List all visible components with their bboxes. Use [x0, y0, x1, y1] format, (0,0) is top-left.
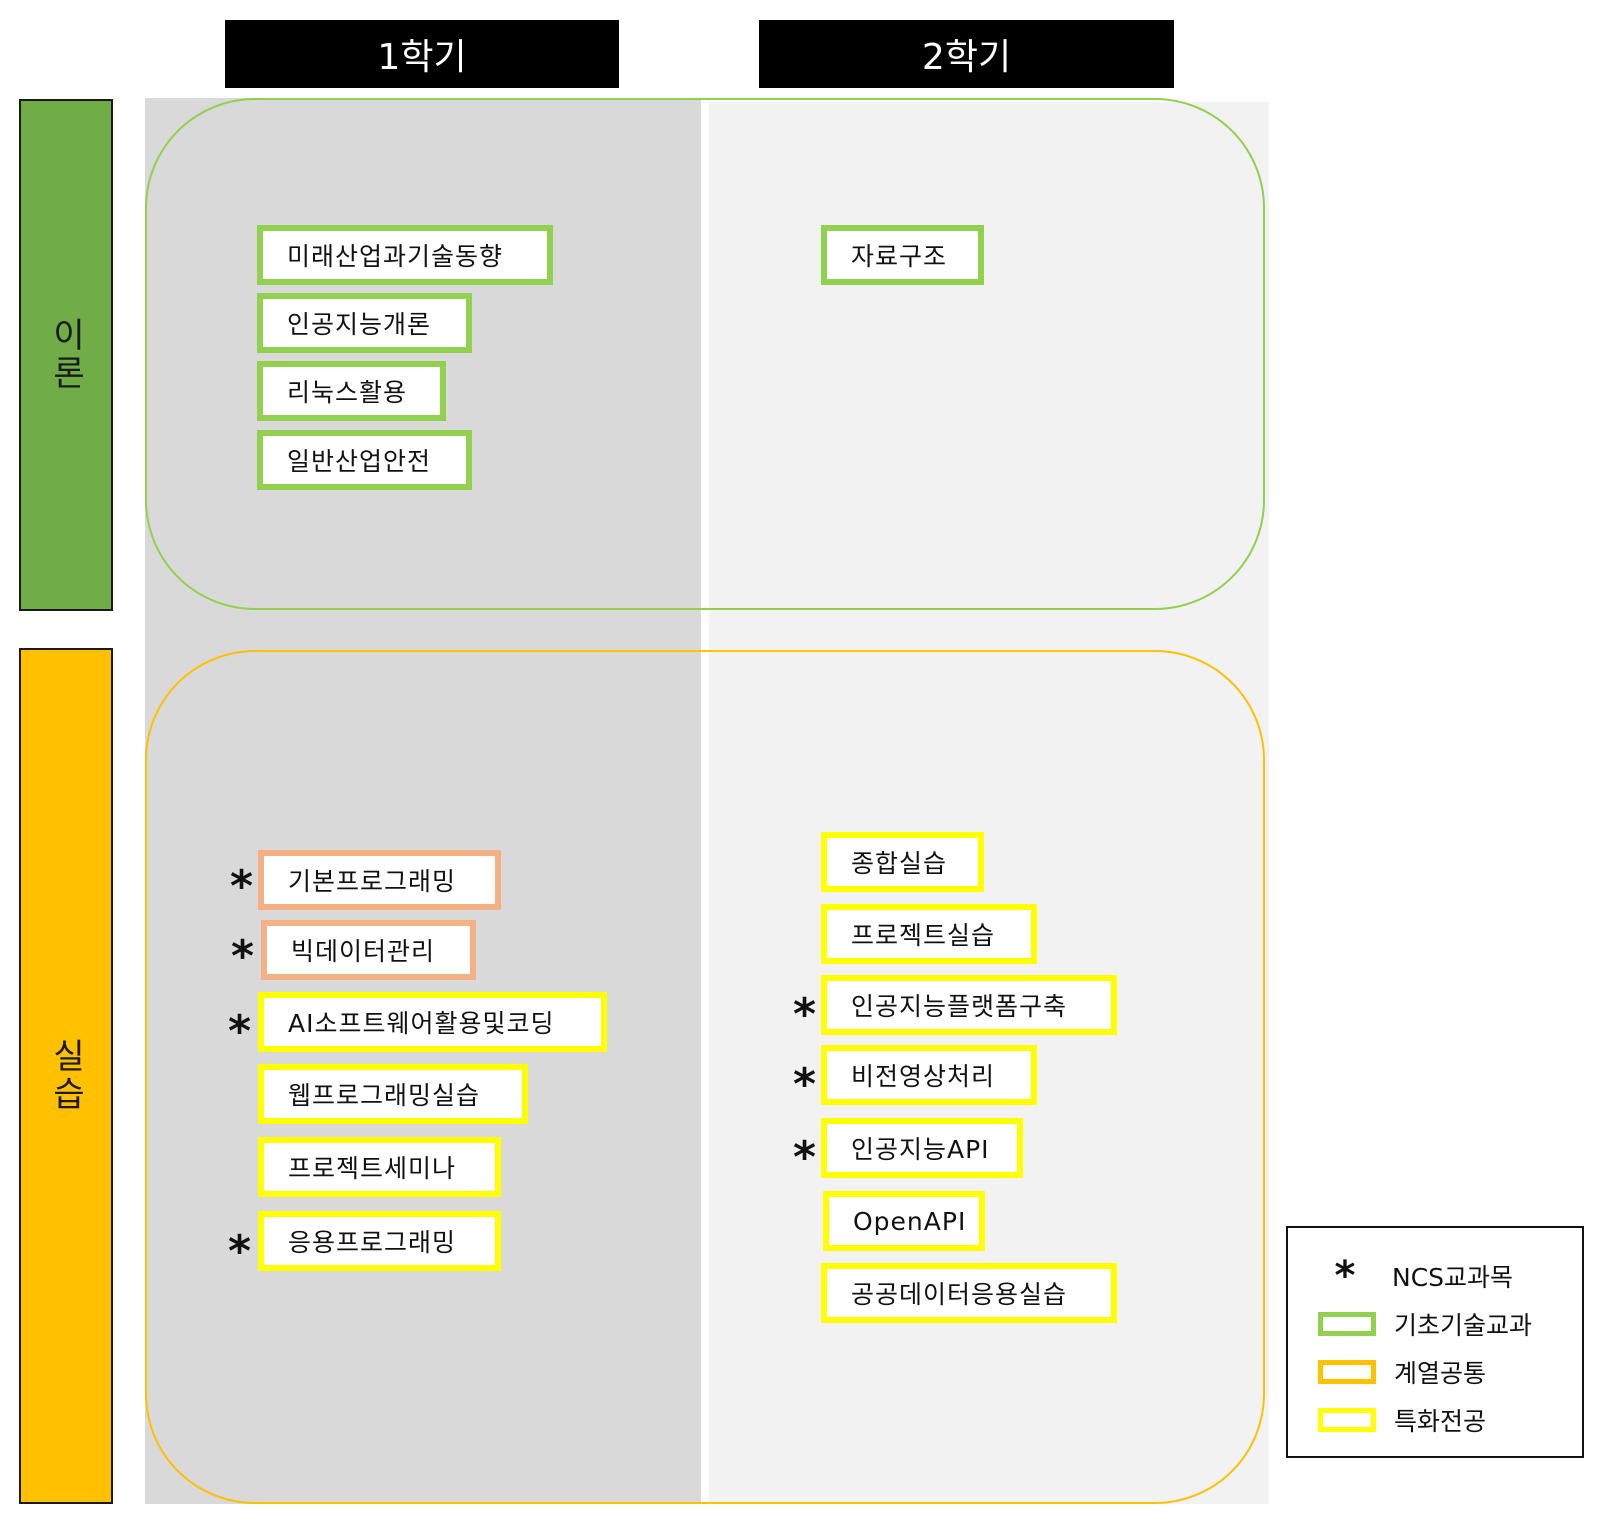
- course-ai-platform-building: 인공지능플랫폼구축: [821, 975, 1117, 1035]
- course-future-industry-tech-trends: 미래산업과기술동향: [257, 225, 553, 285]
- course-basic-programming: 기본프로그래밍: [258, 850, 501, 910]
- course-linux: 리눅스활용: [257, 361, 446, 421]
- ncs-star-icon: *: [230, 861, 254, 912]
- course-project-lab: 프로젝트실습: [821, 904, 1037, 964]
- legend-swatch-common: [1318, 1360, 1376, 1384]
- legend: * NCS교과목 기초기술교과 계열공통 특화전공: [1286, 1226, 1584, 1458]
- ncs-star-icon: *: [793, 1132, 817, 1183]
- category-theory-bar: 이론: [19, 99, 113, 611]
- practice-group-outline: [145, 650, 1265, 1504]
- ncs-star-icon: *: [228, 1006, 252, 1057]
- course-vision-image-processing: 비전영상처리: [821, 1045, 1037, 1105]
- category-practice-bar: 실습: [19, 648, 113, 1504]
- ncs-star-icon: *: [231, 931, 255, 982]
- course-data-structures: 자료구조: [821, 225, 984, 285]
- legend-swatch-basic: [1318, 1312, 1376, 1336]
- course-ai-api: 인공지능API: [821, 1118, 1023, 1178]
- course-web-programming-lab: 웹프로그래밍실습: [258, 1064, 528, 1124]
- course-comprehensive-lab: 종합실습: [821, 832, 984, 892]
- legend-row-special: 특화전공: [1318, 1402, 1486, 1438]
- legend-label-common: 계열공통: [1394, 1359, 1487, 1388]
- legend-row-ncs: * NCS교과목: [1316, 1253, 1514, 1299]
- course-applied-programming: 응용프로그래밍: [258, 1211, 501, 1271]
- semester2-header: 2학기: [759, 20, 1174, 88]
- legend-label-special: 특화전공: [1394, 1407, 1487, 1436]
- course-project-seminar: 프로젝트세미나: [258, 1137, 501, 1197]
- ncs-star-icon: *: [793, 1059, 817, 1110]
- course-intro-ai: 인공지능개론: [257, 293, 472, 353]
- ncs-star-icon: *: [1334, 1253, 1356, 1299]
- course-big-data-management: 빅데이터관리: [261, 920, 476, 980]
- legend-row-basic: 기초기술교과: [1318, 1306, 1532, 1342]
- ncs-star-icon: *: [228, 1226, 252, 1277]
- course-open-api: OpenAPI: [823, 1191, 985, 1251]
- theory-group-outline: [145, 98, 1265, 610]
- legend-label-basic: 기초기술교과: [1394, 1311, 1533, 1340]
- legend-swatch-special: [1318, 1408, 1376, 1432]
- course-industrial-safety: 일반산업안전: [257, 430, 472, 490]
- legend-label-ncs: NCS교과목: [1392, 1263, 1514, 1292]
- course-ai-software-coding: AI소프트웨어활용및코딩: [258, 992, 607, 1052]
- ncs-star-icon: *: [793, 989, 817, 1040]
- course-public-data-applied-lab: 공공데이터응용실습: [821, 1263, 1117, 1323]
- legend-row-common: 계열공통: [1318, 1354, 1486, 1390]
- semester1-header: 1학기: [225, 20, 619, 88]
